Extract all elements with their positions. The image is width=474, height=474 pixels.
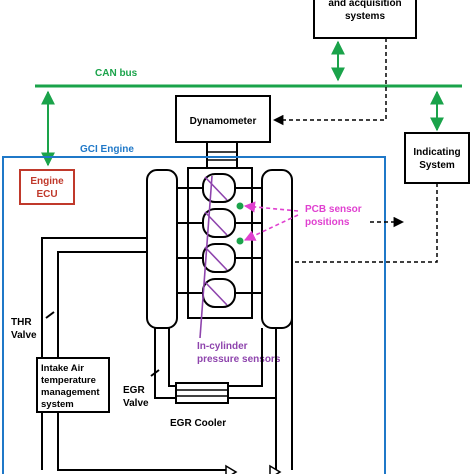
dynamometer-label: Dynamometer bbox=[190, 116, 257, 127]
intake-air-line3: management bbox=[41, 387, 100, 398]
control-box-line1: and acquisition bbox=[328, 0, 401, 9]
pcb-sensor-dot-1 bbox=[236, 202, 244, 210]
thr-valve-line1: THR bbox=[11, 317, 32, 328]
cylinder-3 bbox=[202, 243, 236, 273]
egr-pipework bbox=[154, 300, 293, 470]
engine-ecu-line1: Engine bbox=[30, 176, 64, 187]
pcb-sensor-line2: positions bbox=[305, 217, 350, 228]
pcb-sensor-line1: PCB sensor bbox=[305, 204, 362, 215]
in-cylinder-sensor-lines bbox=[199, 175, 228, 339]
egr-valve-mark bbox=[150, 369, 160, 377]
control-to-dynamometer-arrow bbox=[272, 38, 387, 126]
indicating-system-line2: System bbox=[419, 160, 455, 171]
indicating-system-line1: Indicating bbox=[413, 147, 460, 158]
intake-manifold bbox=[146, 169, 178, 329]
bottom-arrow-right bbox=[269, 464, 282, 474]
indicating-system-box bbox=[404, 132, 470, 184]
intake-air-line2: temperature bbox=[41, 375, 96, 386]
bottom-arrow-left bbox=[225, 464, 238, 474]
cylinder-1 bbox=[202, 173, 236, 203]
egr-valve-line1: EGR bbox=[123, 385, 145, 396]
thr-valve-mark bbox=[45, 311, 55, 319]
egr-cooler bbox=[175, 382, 229, 404]
indicating-to-sensors-arrow bbox=[276, 183, 438, 268]
engine-ecu-line2: ECU bbox=[36, 189, 57, 200]
control-acquisition-box bbox=[313, 0, 417, 39]
thr-valve-line2: Valve bbox=[11, 330, 37, 341]
cylinder-4 bbox=[202, 278, 236, 308]
intake-air-line1: Intake Air bbox=[41, 363, 84, 374]
can-bus-label: CAN bus bbox=[95, 68, 138, 79]
in-cylinder-line1: In-cylinder bbox=[197, 341, 248, 352]
gci-engine-frame bbox=[2, 156, 386, 474]
pcb-arrow-2 bbox=[243, 214, 299, 241]
egr-valve-line2: Valve bbox=[123, 398, 149, 409]
control-box-line2: systems bbox=[345, 11, 385, 22]
egr-cooler-label: EGR Cooler bbox=[170, 418, 226, 429]
pcb-arrow-1 bbox=[243, 201, 299, 213]
intake-air-management-box bbox=[36, 357, 110, 413]
in-cylinder-line2: pressure sensors bbox=[197, 354, 281, 365]
engine-ecu-box bbox=[19, 169, 75, 205]
intake-pipework bbox=[41, 237, 230, 471]
dynamometer-box bbox=[175, 95, 271, 143]
exhaust-manifold bbox=[261, 169, 293, 329]
pcb-sensor-dot-2 bbox=[236, 237, 244, 245]
gci-engine-label: GCI Engine bbox=[80, 144, 134, 155]
intake-air-line4: system bbox=[41, 399, 74, 410]
